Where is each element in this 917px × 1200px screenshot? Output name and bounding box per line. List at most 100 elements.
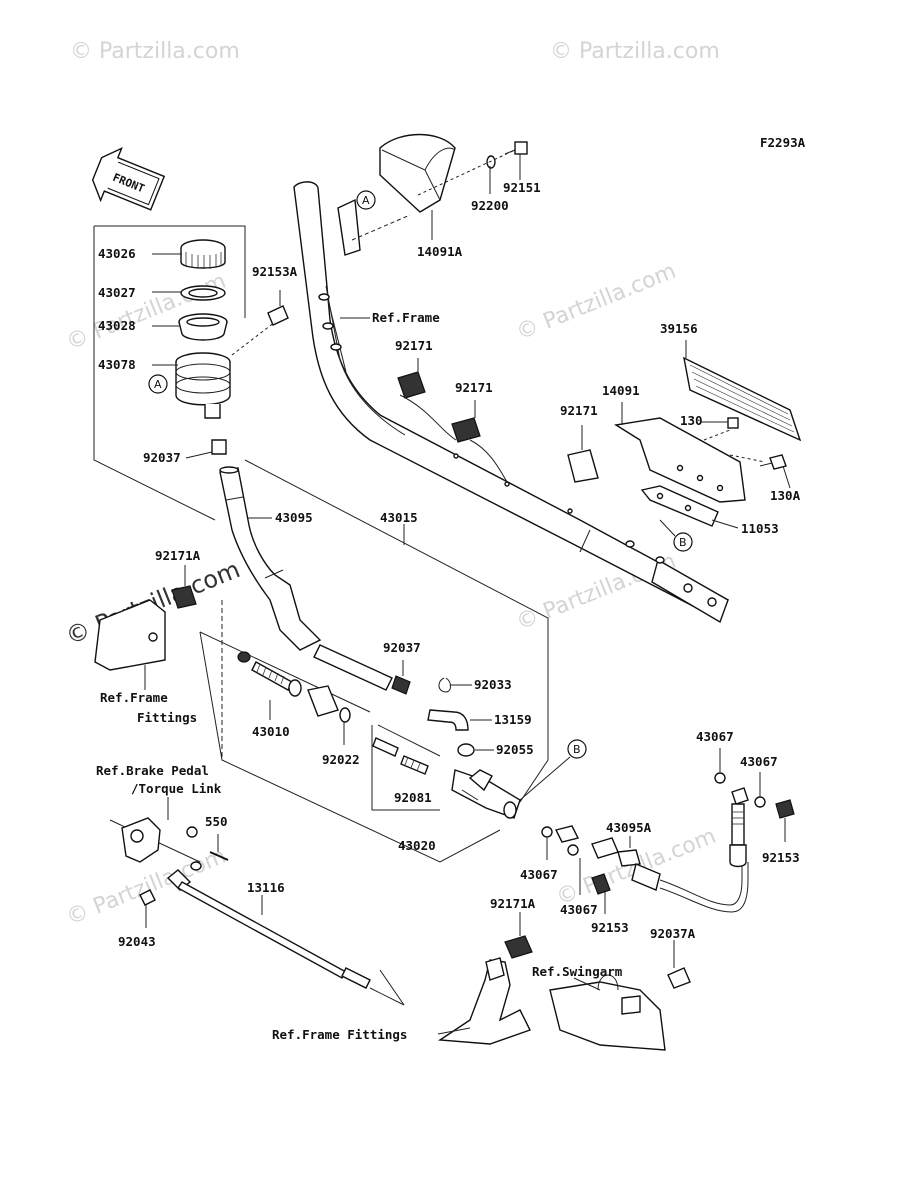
label-43026: 43026 [98,246,136,261]
shield-39156 [683,340,802,442]
assembly-boundary-left [93,226,216,521]
watermark-5: © Partzilla.com [63,269,230,356]
clamp-92171-c [567,425,599,483]
ref-marker-b-top: B [673,532,693,552]
bolt-92153-b [591,873,611,895]
label-ref-brake-1: Ref.Brake Pedal [96,763,209,778]
ref-marker-a-top: A [356,190,376,210]
mc-boundary-top [199,631,371,713]
label-92200: 92200 [471,198,509,213]
hose-43095a [541,825,749,913]
ref-swingarm [549,940,691,1051]
bolt-130a [759,454,791,489]
washer-92200 [486,155,496,169]
label-39156: 39156 [660,321,698,336]
rod-13116 [166,861,371,989]
front-arrow-icon: FRONT [91,147,166,211]
label-130: 130 [680,413,703,428]
group-92081-bracket [371,725,440,811]
bolt-130 [700,417,739,429]
label-13159: 13159 [494,712,532,727]
clip-92043 [139,889,156,928]
label-43095: 43095 [275,510,313,525]
watermark-1: © Partzilla.com [70,39,240,64]
hose-43095 [219,466,322,651]
label-92037-b: 92037 [383,640,421,655]
mc-boundary-bottom [199,631,501,863]
label-ref-brake-2: /Torque Link [131,781,222,796]
assembly-boundary-right [244,459,549,803]
ref-a-res-text: A [154,378,162,391]
label-43027: 43027 [98,285,136,300]
label-92022: 92022 [322,752,360,767]
label-92171-b: 92171 [455,380,493,395]
master-cylinder-body [451,769,521,819]
label-14091: 14091 [602,383,640,398]
bolt-92153a [267,290,289,326]
label-92171a-b: 92171A [490,896,536,911]
label-43010: 43010 [252,724,290,739]
frame-tube [293,181,729,624]
label-43067-d: 43067 [740,754,778,769]
label-ref-frame-fittings-2: Fittings [137,710,197,725]
label-550: 550 [205,814,228,829]
label-43015: 43015 [380,510,418,525]
label-43020: 43020 [398,838,436,853]
bolt-92151 [504,141,528,155]
label-92171-c: 92171 [560,403,598,418]
label-43067-c: 43067 [696,729,734,744]
label-92153a: 92153A [252,264,298,279]
clamp-92171-b [451,400,481,443]
watermark-3: © Partzilla.com [513,259,680,346]
label-92055: 92055 [496,742,534,757]
label-43067-b: 43067 [560,902,598,917]
label-14091a: 14091A [417,244,463,259]
oring-92055 [457,743,494,757]
label-43095a: 43095A [606,820,652,835]
label-11053: 11053 [741,521,779,536]
label-92043: 92043 [118,934,156,949]
label-92037a: 92037A [650,926,696,941]
label-92171a-a: 92171A [155,548,201,563]
label-43028: 43028 [98,318,136,333]
label-92081: 92081 [394,790,432,805]
label-92037-a: 92037 [143,450,181,465]
ref-marker-b-mc: B [567,739,587,759]
label-130a: 130A [770,488,801,503]
ref-a-top-text: A [362,194,370,207]
label-ref-frame-fittings-1: Ref.Frame [100,690,168,705]
piston-92081 [372,737,429,775]
reservoir-assembly [175,239,231,455]
circlip-92033 [438,677,472,693]
fitting-caliper [714,772,795,868]
label-92033: 92033 [474,677,512,692]
cover-14091a [337,133,456,256]
label-13116: 13116 [247,880,285,895]
ref-frame-fittings-bottom [437,912,533,1045]
label-92153-a: 92153 [591,920,629,935]
ref-frame-fittings-left [94,565,197,690]
pin-550 [209,834,229,861]
label-43067-a: 43067 [520,867,558,882]
pipe-13159 [427,709,492,731]
plate-11053 [640,485,739,529]
ref-b-top-text: B [679,536,687,549]
ref-b-mc-text: B [573,743,581,756]
clamp-92171-a [397,358,426,399]
torque-link [121,817,198,863]
label-ref-swingarm: Ref.Swingarm [532,964,623,979]
assembly-boundary-top [94,225,246,318]
diagram-code: F2293A [760,135,806,150]
ref-marker-a-reservoir: A [148,374,168,394]
pushrod-43010 [237,651,351,723]
label-92153-b: 92153 [762,850,800,865]
label-ref-frame-fittings-full: Ref.Frame Fittings [272,1027,407,1042]
clamp-92037-b [313,644,411,695]
label-43078: 43078 [98,357,136,372]
bracket-14091 [614,402,746,503]
label-92171-a: 92171 [395,338,433,353]
watermark-2: © Partzilla.com [550,39,720,64]
label-ref-frame: Ref.Frame [372,310,440,325]
label-92151: 92151 [503,180,541,195]
